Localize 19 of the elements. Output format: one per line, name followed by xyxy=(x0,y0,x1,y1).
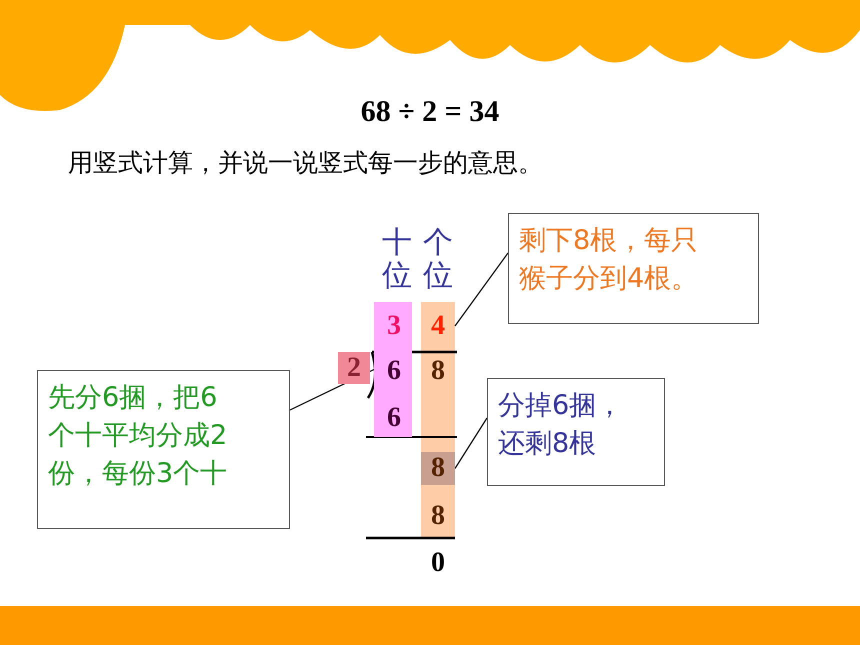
remainder-digit: 8 xyxy=(421,452,455,485)
place-value-header: 十位 xyxy=(381,226,413,292)
equation-title: 68 ÷ 2 = 34 xyxy=(360,95,500,129)
divisor-digit: 2 xyxy=(338,352,370,384)
leader-line xyxy=(454,252,508,326)
dividend-digit: 6 xyxy=(386,355,402,387)
place-value-header: 个位 xyxy=(422,226,454,292)
product-digit: 6 xyxy=(386,402,402,434)
callout-box: 先分6捆，把6个十平均分成2份，每份3个十 xyxy=(37,370,290,529)
callout-box: 分掉6捆，还剩8根 xyxy=(487,378,665,486)
quotient-digit: 4 xyxy=(421,310,455,342)
tens-column-highlight xyxy=(374,302,412,437)
quotient-digit: 3 xyxy=(386,310,402,342)
leader-line xyxy=(454,418,488,469)
product-digit: 8 xyxy=(430,500,446,532)
instruction-text: 用竖式计算，并说一说竖式每一步的意思。 xyxy=(68,147,543,179)
callout-box: 剩下8根，每只猴子分到4根。 xyxy=(508,213,759,324)
remainder-digit: 0 xyxy=(430,547,446,579)
dividend-digit: 8 xyxy=(430,355,446,387)
